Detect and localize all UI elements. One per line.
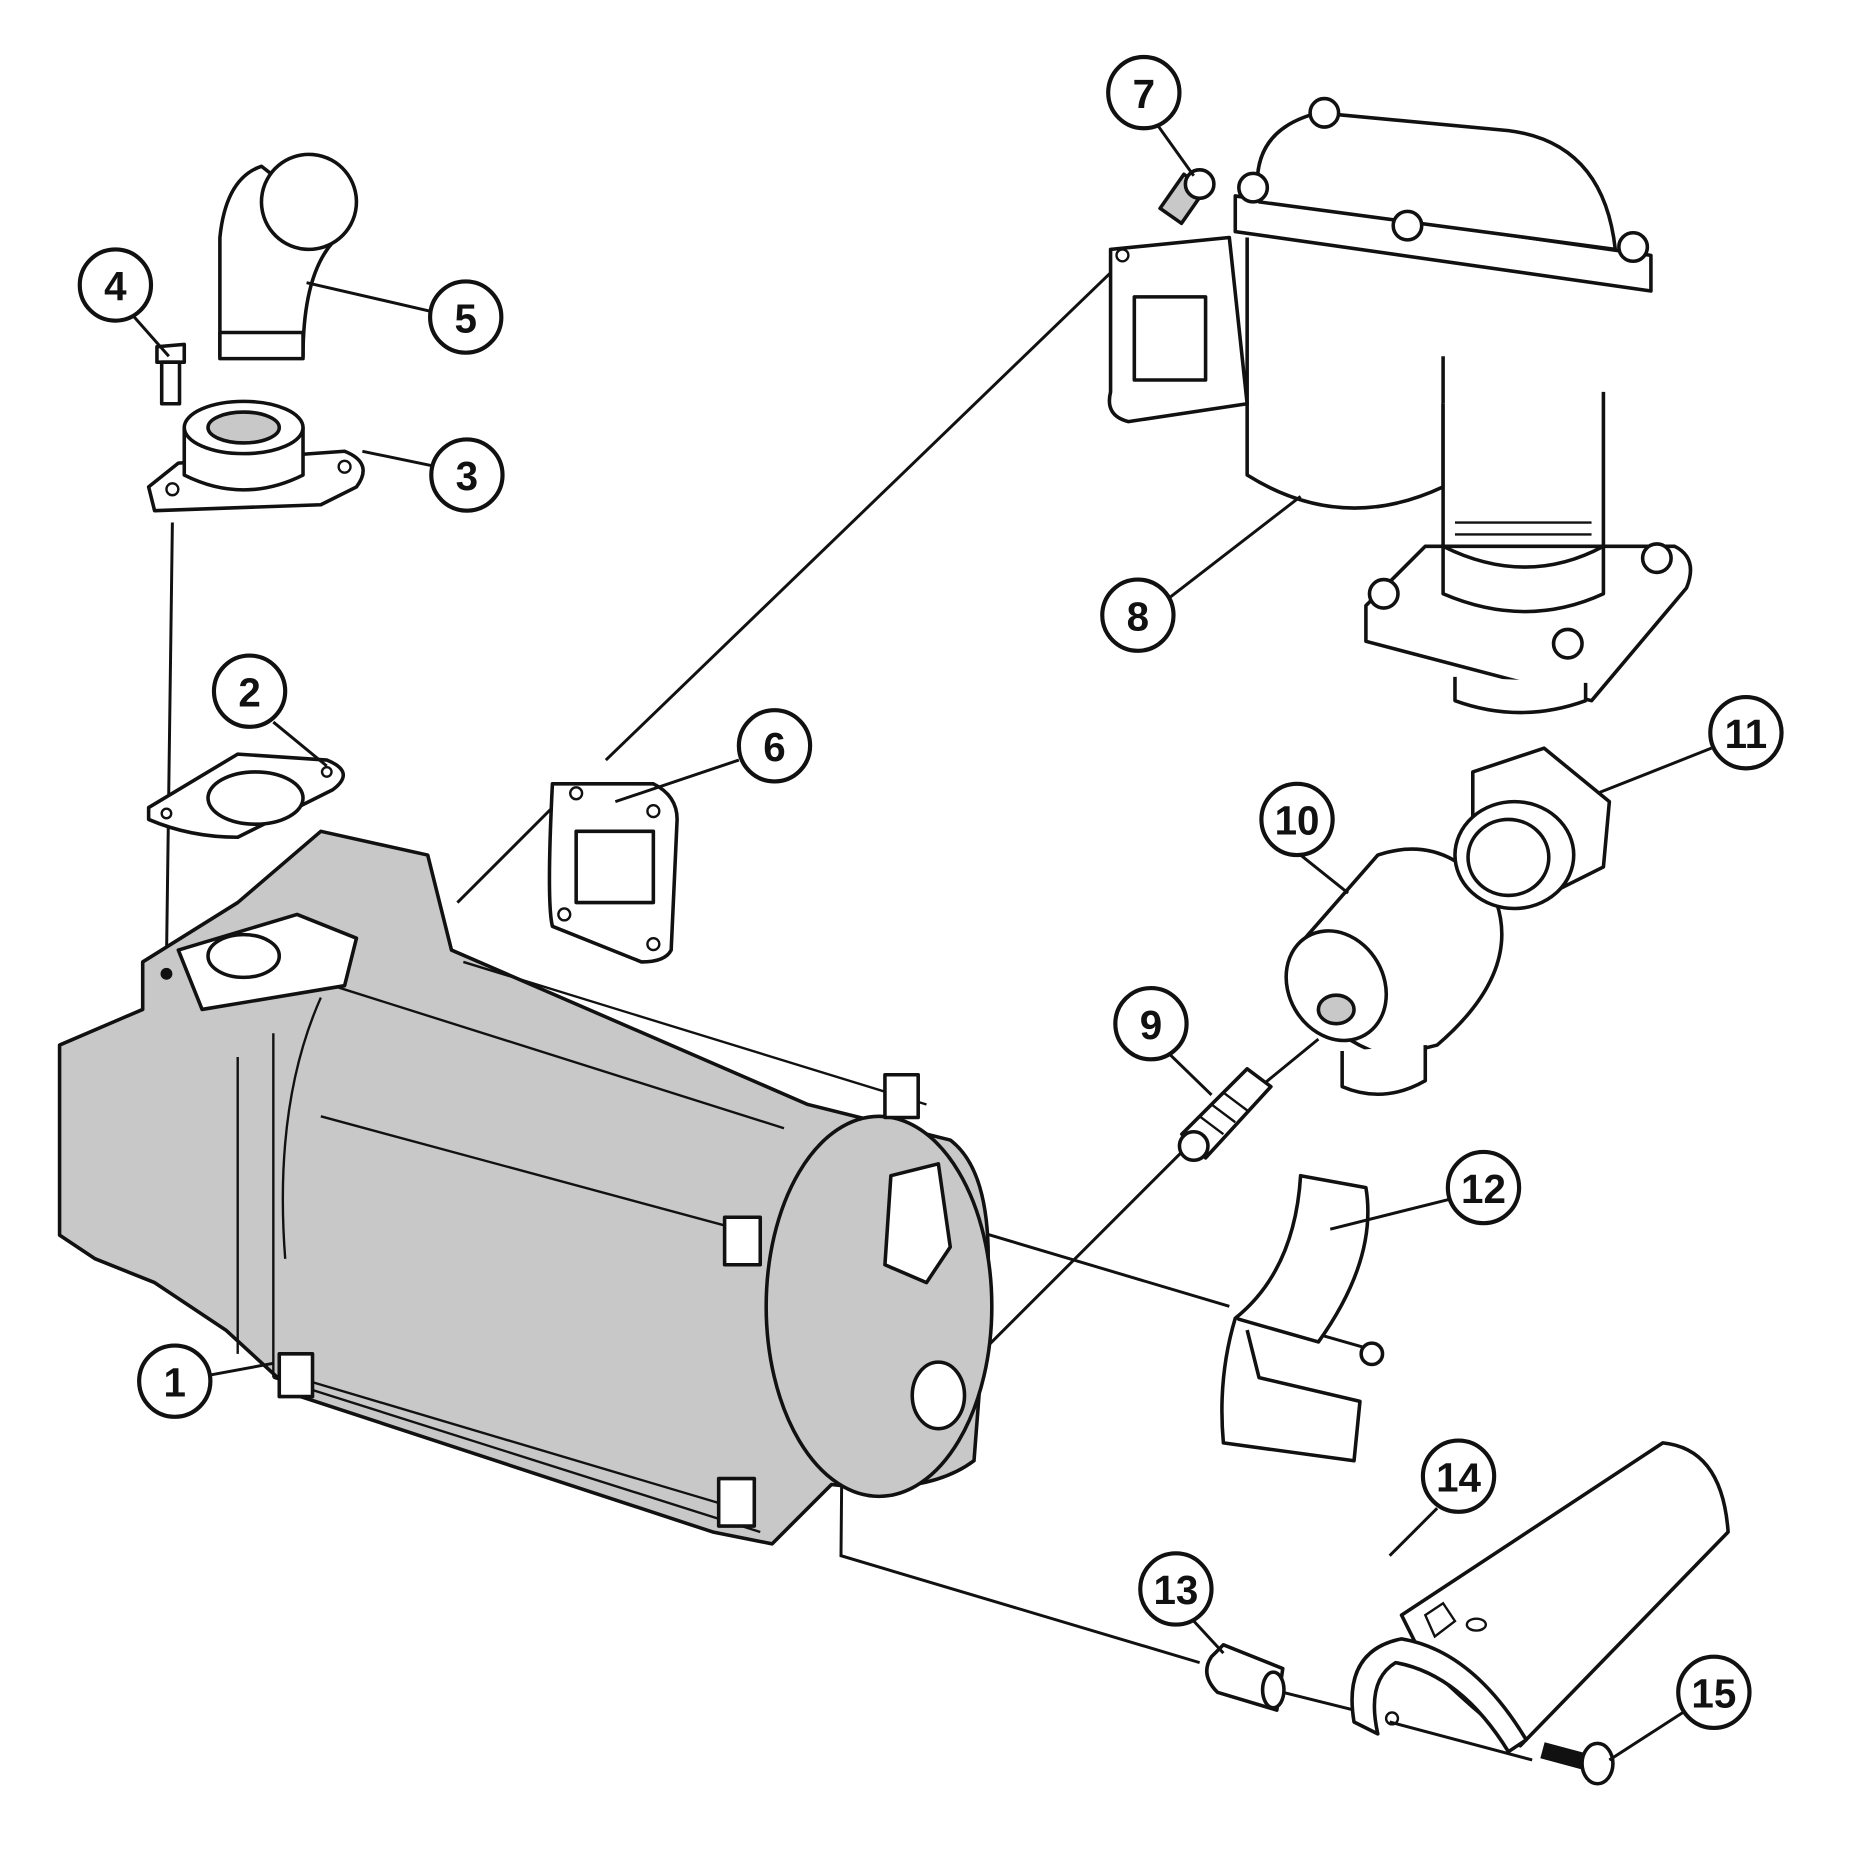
svg-text:2: 2	[238, 669, 260, 715]
strainer-gasket	[547, 782, 679, 964]
flange-bolt	[155, 342, 187, 406]
callout-2: 2	[211, 653, 288, 729]
motor-cover	[1350, 1441, 1730, 1754]
bushing	[1453, 746, 1612, 911]
strainer-bolt	[1158, 168, 1216, 226]
svg-text:6: 6	[763, 724, 785, 770]
mounting-bracket	[1220, 1173, 1385, 1463]
callout-1: 1	[137, 1343, 213, 1419]
svg-text:9: 9	[1140, 1002, 1162, 1048]
callout-12: 12	[1445, 1149, 1522, 1226]
elbow-pipe	[218, 152, 359, 361]
svg-text:14: 14	[1436, 1454, 1481, 1500]
svg-text:12: 12	[1461, 1166, 1506, 1212]
inlet-flange	[146, 399, 365, 513]
callout-8: 8	[1100, 577, 1176, 653]
callout-4: 4	[77, 247, 154, 323]
strainer-housing	[1107, 96, 1693, 715]
strainer-bolt-heads	[1115, 96, 1673, 660]
svg-text:1: 1	[164, 1359, 186, 1405]
callout-14: 14	[1420, 1438, 1497, 1514]
callout-11: 11	[1708, 695, 1784, 771]
pipe-nipple	[1177, 1067, 1273, 1163]
callout-5: 5	[428, 279, 504, 355]
spacer	[1205, 1643, 1286, 1712]
callout-6: 6	[736, 708, 813, 784]
pump-motor-assembly	[57, 829, 994, 1546]
svg-text:11: 11	[1725, 711, 1768, 757]
flange-gasket	[146, 752, 345, 840]
svg-text:15: 15	[1691, 1670, 1736, 1716]
callout-10: 10	[1259, 781, 1335, 858]
svg-text:4: 4	[104, 263, 127, 309]
callout-7: 7	[1106, 54, 1182, 131]
bypass-valve	[1284, 847, 1504, 1097]
svg-text:5: 5	[454, 295, 476, 341]
svg-text:3: 3	[456, 453, 478, 499]
callout-13: 13	[1138, 1551, 1214, 1627]
svg-text:7: 7	[1133, 71, 1155, 117]
callout-15: 15	[1676, 1654, 1752, 1731]
callout-3: 3	[429, 437, 505, 513]
callout-9: 9	[1113, 985, 1189, 1062]
svg-text:13: 13	[1153, 1567, 1198, 1613]
callout-leaders	[132, 125, 1713, 1762]
svg-text:10: 10	[1275, 798, 1320, 844]
svg-text:8: 8	[1127, 593, 1149, 639]
cover-screw	[1540, 1741, 1615, 1786]
